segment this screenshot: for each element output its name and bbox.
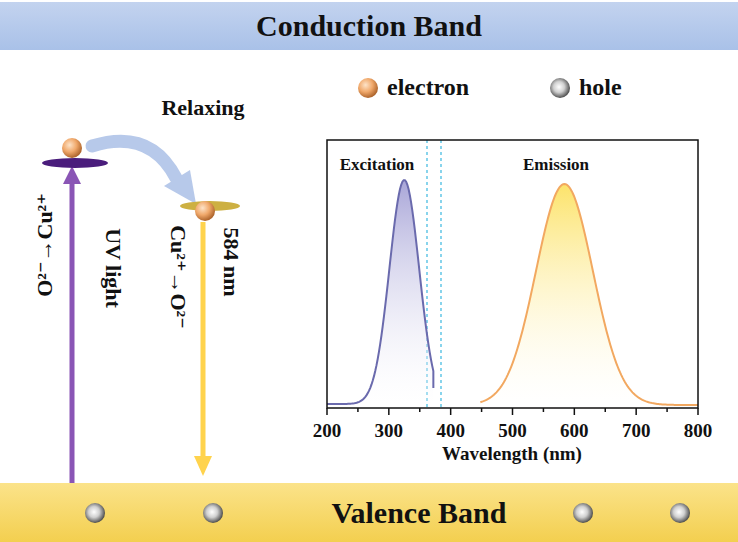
transition-label: Cu²⁺→O²⁻ xyxy=(167,225,189,329)
excitation-fill xyxy=(327,180,433,404)
transition-label: O²⁻→Cu²⁺ xyxy=(34,193,56,297)
uv-arrow-head xyxy=(63,166,81,184)
valence-band: Valence Band xyxy=(0,483,738,542)
emission-arrow-head xyxy=(194,456,212,476)
wavelength-label: 584 nm xyxy=(220,227,242,296)
emission-curve xyxy=(480,184,698,405)
tick-label: 700 xyxy=(622,421,651,440)
legend-text: hole xyxy=(579,74,622,101)
axis-tick xyxy=(574,408,576,415)
conduction-band: Conduction Band xyxy=(0,2,738,50)
tick-label: 800 xyxy=(684,421,713,440)
uv-arrow xyxy=(70,180,75,483)
tick-label: 300 xyxy=(375,421,404,440)
relaxing-arrow-head xyxy=(164,170,196,204)
process-label: Relaxing xyxy=(161,97,244,119)
axis-tick xyxy=(697,408,699,415)
electron xyxy=(195,201,215,221)
emission-arrow xyxy=(201,222,206,458)
axis-tick xyxy=(450,408,452,415)
legend-text: electron xyxy=(387,74,469,101)
dashed-marker xyxy=(440,140,441,408)
band-label: Conduction Band xyxy=(256,9,482,43)
conduction-band-fill xyxy=(0,2,738,50)
excitation-label: UV light xyxy=(102,228,124,308)
electron-legend: electron xyxy=(357,74,469,101)
legend-swatch xyxy=(357,77,379,99)
axis-tick xyxy=(635,408,637,415)
hole-legend: hole xyxy=(549,74,622,101)
tick-label: 600 xyxy=(560,421,589,440)
emission-fill xyxy=(480,184,698,405)
band-label: Valence Band xyxy=(332,496,507,530)
tick-label: 500 xyxy=(498,421,527,440)
axis-tick xyxy=(512,408,514,415)
axis-tick xyxy=(388,408,390,415)
chart-frame xyxy=(327,140,698,408)
axis-title: Wavelength (nm) xyxy=(442,444,582,463)
curve-label: Excitation xyxy=(340,156,415,173)
tick-label: 400 xyxy=(436,421,465,440)
axis-tick xyxy=(326,408,328,415)
excitation-curve xyxy=(327,180,433,404)
curve-label: Emission xyxy=(523,156,589,173)
excited-level xyxy=(42,158,108,168)
electron xyxy=(62,138,82,158)
valence-band-fill xyxy=(0,483,738,542)
legend-swatch xyxy=(549,77,571,99)
relaxing-arrow xyxy=(92,141,176,178)
tick-label: 200 xyxy=(313,421,342,440)
